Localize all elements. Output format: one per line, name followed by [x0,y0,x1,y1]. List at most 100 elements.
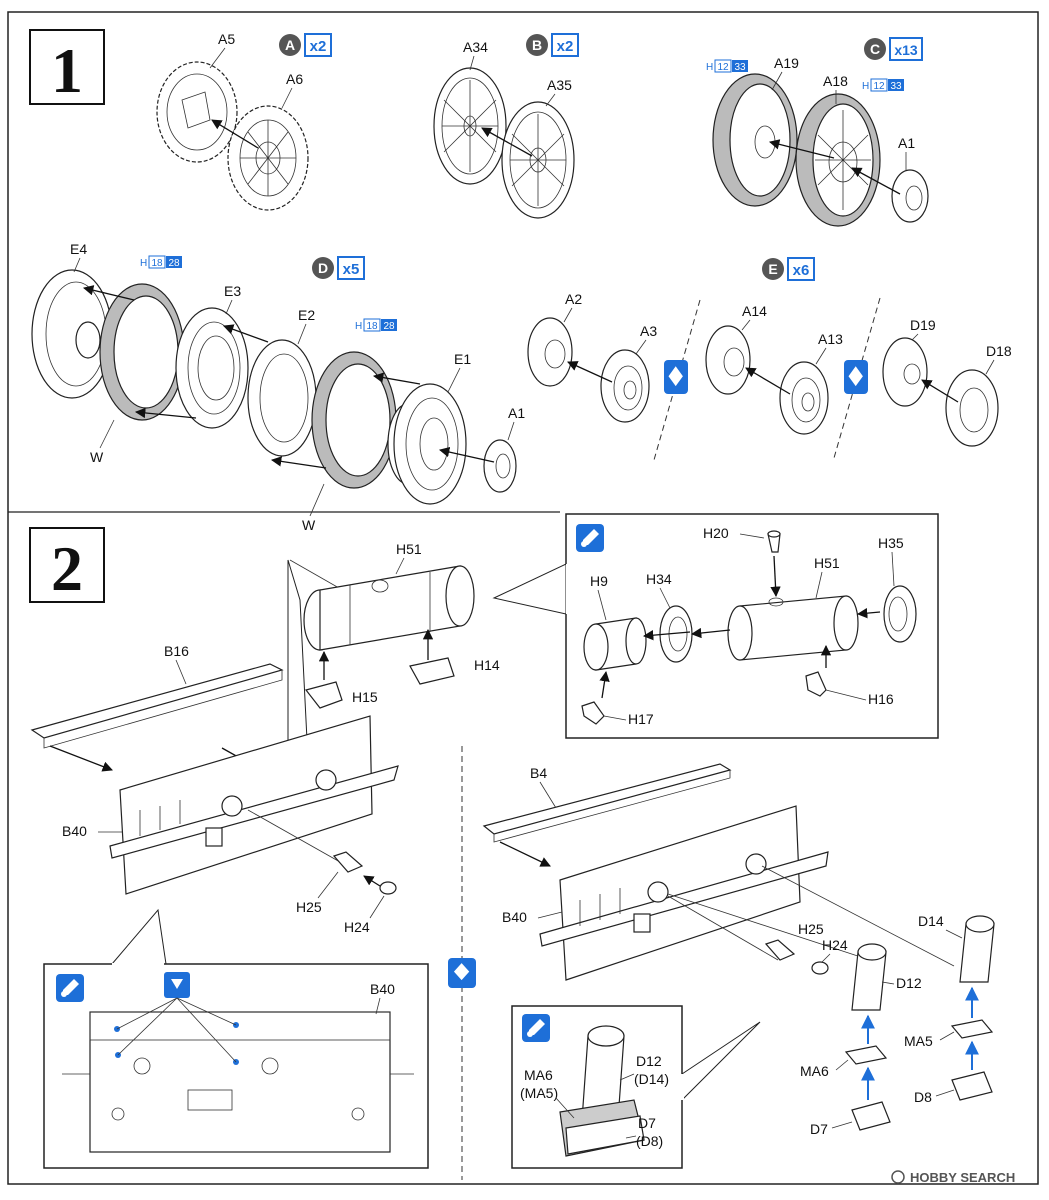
label-e4: E4 [70,241,87,257]
inset-elbow-h17 [581,701,605,725]
label-inset-ma5: (MA5) [520,1085,558,1101]
label-d7: D7 [810,1121,828,1137]
group-b-badge: B x2 [526,33,579,57]
sprocket-a5 [156,61,238,163]
tire-w-right [311,351,397,489]
part-ma6 [844,1045,888,1065]
svg-text:12: 12 [873,81,885,92]
label-a6: A6 [286,71,303,87]
paint-code-d-right: H 18 28 [355,318,397,332]
inset-tube-assembly [559,1025,645,1157]
arrow-b16-to-b40 [49,745,113,772]
part-d8 [951,1071,993,1101]
bracket-h14 [409,657,455,685]
label-d19: D19 [910,317,936,333]
label-inset-b40: B40 [370,981,395,997]
group-d-badge: D x5 [312,256,365,280]
arrow-inset-h20-to-h51 [770,555,781,598]
group-c-letter: C [870,41,880,57]
idler-a2 [527,317,573,387]
inset-body-h51 [727,595,859,661]
label-a19: A19 [774,55,799,71]
glue-point-icon [164,972,190,998]
road-wheel-a19 [712,73,798,207]
step-1-badge: 1 [29,29,105,106]
svg-text:28: 28 [383,321,395,332]
inset-tube-pointer [681,1021,761,1102]
watermark-logo-icon [891,1170,905,1184]
label-inset-d12: D12 [636,1053,662,1069]
part-h24-left [379,881,397,895]
svg-text:33: 33 [890,81,902,92]
label-inset-d14: (D14) [634,1071,669,1087]
arrow-d18-to-d19 [921,379,959,403]
label-e2: E2 [298,307,315,323]
idler-a3 [600,349,650,423]
label-inset-d7: D7 [638,1115,656,1131]
arrow-h24-left [363,875,381,887]
label-a5: A5 [218,31,235,47]
arrow-a13-to-a14 [745,367,791,395]
wheel-a34 [433,67,507,185]
label-inset-h17: H17 [628,711,654,727]
label-d18: D18 [986,343,1012,359]
inset-b40-pointer [110,908,167,965]
label-inset-h34: H34 [646,571,672,587]
sprocket-a6 [227,105,309,211]
rail-b4 [482,763,732,843]
callout-wedge-h51 [287,559,309,761]
road-wheel-a18 [795,93,881,227]
arrow-inset-h35-to-h51 [856,607,881,619]
group-b-letter: B [532,37,542,53]
part-h25-right [764,939,796,961]
arrow-a18-to-a19 [768,139,835,159]
swap-icon-e1 [664,360,688,394]
svg-text:18: 18 [151,258,163,269]
label-inset-h16: H16 [868,691,894,707]
svg-text:28: 28 [168,258,180,269]
label-h24-right: H24 [822,937,848,953]
glue-icon-b40 [56,974,84,1002]
group-a-letter: A [285,37,295,53]
arrow-w-to-e4 [82,285,135,301]
wheel-a35 [501,101,575,219]
glue-icon-tube [522,1014,550,1042]
part-ma5 [950,1019,994,1039]
label-h24-left: H24 [344,919,370,935]
label-b40-left: B40 [62,823,87,839]
paint-code-d-left: H 18 28 [140,255,182,269]
step-2-badge: 2 [29,527,105,604]
inset-cylinder-h9 [583,617,647,671]
arrow-a1-to-e1 [438,446,495,463]
swap-icon-step2 [448,958,476,988]
label-d14: D14 [918,913,944,929]
group-e-letter: E [768,261,777,277]
glue-icon-muffler [576,524,604,552]
swap-icon-e2 [844,360,868,394]
group-d-mult: x5 [343,261,360,278]
arrow-e1-to-w [372,372,421,385]
paint-code-c-left: H 12 33 [706,59,748,73]
label-d8: D8 [914,1089,932,1105]
label-e1: E1 [454,351,471,367]
label-b16: B16 [164,643,189,659]
rail-b16 [30,663,284,749]
label-a18: A18 [823,73,848,89]
label-inset-h9: H9 [590,573,608,589]
wheel-e1 [387,383,467,505]
svg-text:12: 12 [717,62,729,73]
group-c-mult: x13 [894,42,918,58]
part-h24-right [811,961,829,975]
glue-point-leaders [116,997,237,1063]
tube-d12 [851,943,887,1011]
arrow-w-to-e2 [270,456,327,469]
label-inset-ma6: MA6 [524,1067,553,1083]
sheet-border [7,11,1039,1185]
hub-cap-a1-d [483,439,517,493]
label-inset-h20: H20 [703,525,729,541]
label-a35: A35 [547,77,572,93]
group-c-badge: C x13 [864,37,923,61]
label-e3: E3 [224,283,241,299]
arrow-b4-to-b40 [499,841,551,867]
